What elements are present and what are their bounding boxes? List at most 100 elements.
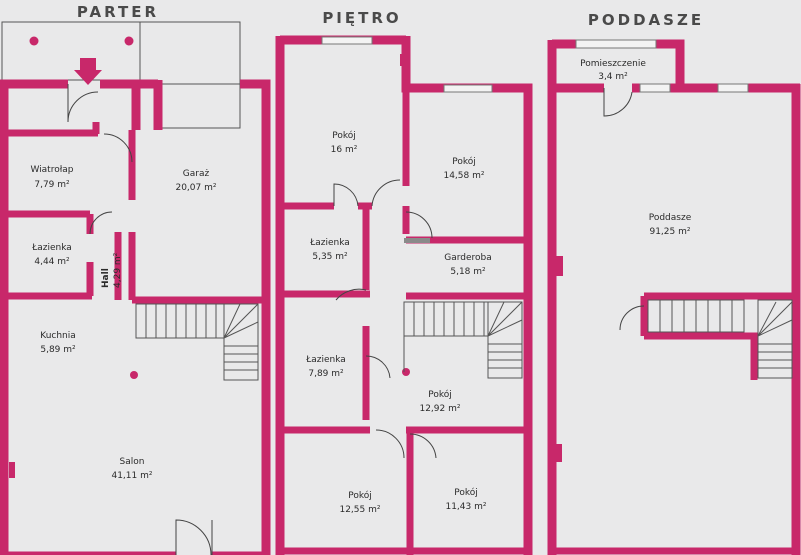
staircase [403, 301, 523, 379]
room-hall: Hall 4,29 m² [101, 252, 123, 288]
room-name: Łazienka [31, 243, 72, 253]
room-area: 7,79 m² [34, 180, 70, 190]
stair-winder [757, 301, 793, 337]
door-swing [89, 211, 113, 235]
staircase [135, 303, 259, 381]
wall [240, 79, 271, 555]
room-area: 5,18 m² [450, 267, 486, 277]
room-name: Wiatrołap [30, 165, 73, 175]
door-swing [333, 183, 359, 207]
stair-run [223, 303, 259, 381]
door-swing [371, 179, 401, 207]
room-name: Kuchnia [40, 331, 76, 341]
door-swing [365, 355, 391, 379]
section-title-parter: PARTER [77, 3, 159, 21]
window [575, 39, 657, 49]
door-swing [67, 84, 99, 123]
section-title-pietro: PIĘTRO [322, 9, 401, 27]
stair-steps [413, 302, 485, 336]
window [443, 84, 493, 93]
room-lazienka-parter: Łazienka 4,44 m² [31, 243, 72, 267]
room-area: 4,44 m² [34, 257, 70, 267]
floor-pietro: Pokój 16 m² Pokój 14,58 m² Łazienka 5,35… [275, 35, 533, 555]
room-name: Garderoba [444, 253, 492, 263]
stair-steps [145, 304, 217, 338]
wall [644, 332, 758, 380]
rail-marker [404, 238, 430, 243]
room-area: 41,11 m² [111, 471, 152, 481]
stair-swing [619, 305, 645, 331]
room-wiatrolap: Wiatrołap 7,79 m² [30, 165, 73, 190]
door-swing [375, 429, 405, 459]
floor-poddasze: Pomieszczenie 3,4 m² Poddasze 91,25 m² [547, 39, 801, 555]
stair-steps [224, 345, 258, 371]
room-area: 11,43 m² [445, 502, 486, 512]
room-name: Łazienka [309, 238, 350, 248]
room-pokoj-5: Pokój 11,43 m² [445, 487, 486, 512]
room-area: 12,55 m² [339, 505, 380, 515]
room-area: 7,89 m² [308, 369, 344, 379]
door-swing [175, 519, 212, 555]
floor-parter: Wiatrołap 7,79 m² Garaż 20,07 m² Łazienk… [0, 21, 271, 555]
column-marker [130, 371, 138, 379]
room-name: Salon [120, 457, 145, 467]
stair-run [487, 301, 523, 379]
room-name: Poddasze [649, 213, 692, 223]
room-area: 14,58 m² [443, 171, 484, 181]
stair-steps [488, 343, 522, 369]
wall-notch [556, 256, 563, 276]
room-name: Pokój [348, 490, 372, 501]
wall-notch [556, 444, 562, 462]
room-area: 5,35 m² [312, 252, 348, 262]
door-swing [335, 288, 367, 301]
stair-steps [659, 300, 733, 332]
room-name: Garaż [183, 169, 210, 179]
room-area: 16 m² [331, 145, 358, 155]
room-pokoj-4: Pokój 12,55 m² [339, 490, 380, 515]
room-area: 20,07 m² [175, 183, 216, 193]
room-pomieszczenie: Pomieszczenie 3,4 m² [580, 59, 646, 82]
room-name: Pomieszczenie [580, 59, 646, 69]
window [321, 36, 373, 45]
column-marker [29, 36, 39, 46]
room-name: Hall [101, 268, 111, 288]
room-area: 4,29 m² [113, 252, 123, 288]
room-name: Pokój [454, 487, 478, 498]
room-area: 3,4 m² [598, 72, 628, 82]
wall-notch [400, 54, 406, 66]
door-swing [103, 133, 133, 163]
room-area: 12,92 m² [419, 404, 460, 414]
room-name: Pokój [332, 130, 356, 141]
room-lazienka-pietro-2: Łazienka 7,89 m² [305, 355, 346, 379]
room-poddasze: Poddasze 91,25 m² [649, 213, 692, 237]
stair-run [757, 299, 793, 379]
room-pokoj-3: Pokój 12,92 m² [419, 389, 460, 414]
door-swing [603, 88, 633, 117]
room-salon: Salon 41,11 m² [111, 457, 152, 481]
stair-steps [758, 343, 792, 369]
room-name: Pokój [428, 389, 452, 400]
room-kuchnia: Kuchnia 5,89 m² [40, 331, 76, 355]
room-area: 91,25 m² [649, 227, 690, 237]
room-garaz: Garaż 20,07 m² [175, 169, 216, 193]
room-name: Łazienka [305, 355, 346, 365]
door-swing [409, 433, 437, 459]
room-pokoj-2: Pokój 14,58 m² [443, 156, 484, 181]
window [717, 83, 749, 93]
door-swing [405, 211, 433, 239]
room-garderoba: Garderoba 5,18 m² [444, 253, 492, 277]
wall-notch [9, 462, 15, 478]
staircase [619, 299, 793, 379]
room-name: Pokój [452, 156, 476, 167]
room-pokoj-1: Pokój 16 m² [331, 130, 358, 155]
entrance-arrow-icon [74, 58, 102, 85]
column-marker [124, 36, 134, 46]
room-area: 5,89 m² [40, 345, 76, 355]
column-marker [402, 368, 410, 376]
stair-winder [223, 303, 259, 339]
section-title-poddasze: PODDASZE [588, 11, 704, 29]
room-lazienka-pietro-1: Łazienka 5,35 m² [309, 238, 350, 262]
stair-winder [487, 301, 523, 337]
window [639, 83, 671, 93]
